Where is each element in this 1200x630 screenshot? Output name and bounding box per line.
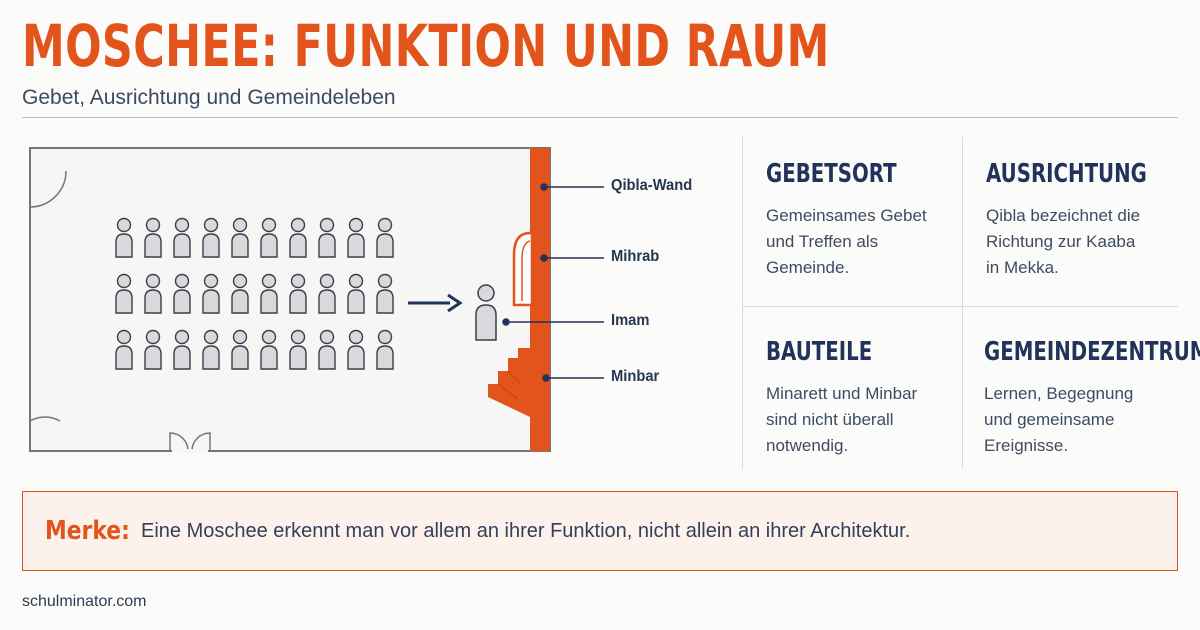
worshipper-figure bbox=[347, 329, 365, 370]
panel-heading: AUSRICHTUNG bbox=[986, 159, 1147, 189]
worshipper-figure bbox=[115, 217, 133, 258]
footer-site: schulminator.com bbox=[22, 593, 147, 610]
callout-imam: Imam bbox=[611, 312, 650, 329]
worshipper-figure bbox=[289, 217, 307, 258]
panel-text: Qibla bezeichnet die Richtung zur Kaaba … bbox=[986, 206, 1141, 277]
remember-box: Merke: Eine Moschee erkennt man vor alle… bbox=[22, 491, 1178, 571]
panel-bauteile: BAUTEILE Minarett und Minbar sind nicht … bbox=[766, 337, 976, 459]
floor-plan-svg bbox=[29, 147, 604, 453]
worshipper-figure bbox=[318, 329, 336, 370]
worshipper-figure bbox=[144, 217, 162, 258]
worshipper-figure bbox=[115, 329, 133, 370]
worshipper-figure bbox=[289, 329, 307, 370]
worshipper-figure bbox=[144, 329, 162, 370]
panel-heading: GEBETSORT bbox=[766, 159, 897, 189]
worshipper-figure bbox=[260, 329, 278, 370]
panel-text: Minarett und Minbar sind nicht überall n… bbox=[766, 384, 918, 455]
callout-mihrab: Mihrab bbox=[611, 248, 660, 265]
worshipper-figure bbox=[318, 273, 336, 314]
worshipper-figure bbox=[202, 217, 220, 258]
worshipper-figure bbox=[376, 217, 394, 258]
worshipper-figure bbox=[173, 217, 191, 258]
worshipper-figure bbox=[376, 329, 394, 370]
minbar-stairs bbox=[488, 348, 530, 417]
callout-minbar: Minbar bbox=[611, 368, 660, 385]
worshipper-figure bbox=[347, 273, 365, 314]
panel-ausrichtung: AUSRICHTUNG Qibla bezeichnet die Richtun… bbox=[986, 159, 1196, 281]
mihrab-niche bbox=[512, 231, 534, 307]
worshipper-figure bbox=[347, 217, 365, 258]
remember-text: Eine Moschee erkennt man vor allem an ih… bbox=[141, 519, 911, 542]
mosque-floor-plan: Qibla-Wand Mihrab Imam Minbar bbox=[22, 135, 712, 465]
worshipper-figure bbox=[202, 273, 220, 314]
worshipper-figure bbox=[231, 217, 249, 258]
panel-gemeindezentrum: GEMEINDEZENTRUM Lernen, Begegnung und ge… bbox=[984, 337, 1200, 459]
callout-qibla-wall: Qibla-Wand bbox=[611, 177, 693, 194]
callout-lines bbox=[502, 183, 604, 382]
worshipper-figure bbox=[376, 273, 394, 314]
worshipper-figure bbox=[173, 273, 191, 314]
worshipper-figure bbox=[115, 273, 133, 314]
imam-figure bbox=[475, 284, 497, 341]
worshipper-figure bbox=[173, 329, 191, 370]
worshipper-figure bbox=[144, 273, 162, 314]
panel-text: Gemeinsames Gebet und Treffen als Gemein… bbox=[766, 206, 927, 277]
worshipper-figure bbox=[260, 217, 278, 258]
worshipper-rows bbox=[115, 217, 394, 370]
worshipper-figure bbox=[231, 329, 249, 370]
remember-label: Merke: bbox=[45, 516, 130, 546]
panel-gebetsort: GEBETSORT Gemeinsames Gebet und Treffen … bbox=[766, 159, 976, 281]
page-subtitle: Gebet, Ausrichtung und Gemeindeleben bbox=[22, 86, 396, 109]
info-panels: GEBETSORT Gemeinsames Gebet und Treffen … bbox=[742, 137, 1200, 469]
worshipper-figure bbox=[202, 329, 220, 370]
panel-heading: GEMEINDEZENTRUM bbox=[984, 337, 1200, 367]
direction-arrow bbox=[408, 293, 463, 313]
worshipper-figure bbox=[231, 273, 249, 314]
door-bottom bbox=[169, 432, 211, 452]
worshipper-figure bbox=[260, 273, 278, 314]
header-divider bbox=[22, 117, 1178, 118]
page-title: MOSCHEE: FUNKTION UND RAUM bbox=[22, 12, 830, 80]
door-top-left bbox=[29, 170, 67, 208]
door-bottom-left bbox=[29, 391, 61, 423]
worshipper-figure bbox=[289, 273, 307, 314]
worshipper-figure bbox=[318, 217, 336, 258]
panel-text: Lernen, Begegnung und gemeinsame Ereigni… bbox=[984, 384, 1134, 455]
panel-heading: BAUTEILE bbox=[766, 337, 873, 367]
